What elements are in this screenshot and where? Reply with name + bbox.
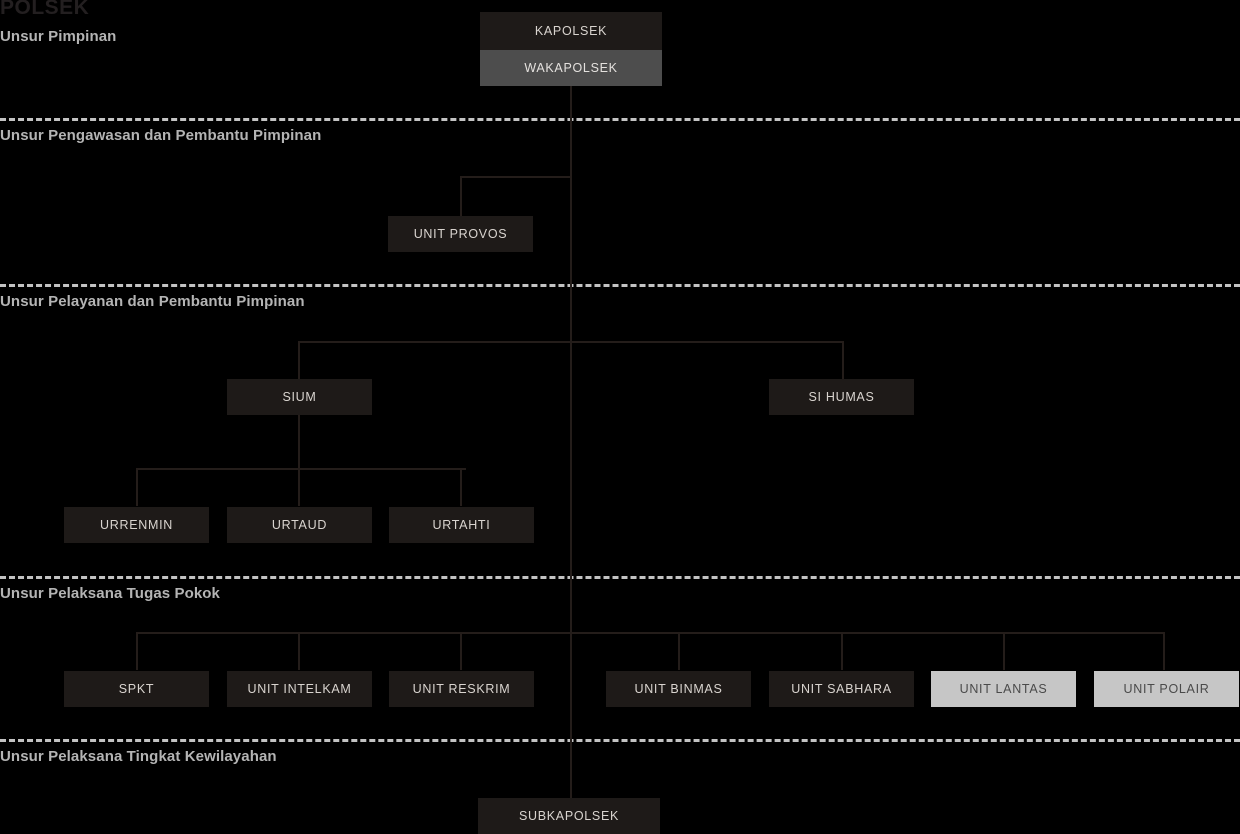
connector-sium-stem: [298, 415, 300, 468]
connector-urrenmin-drop: [136, 468, 138, 506]
connector-provos-drop: [460, 176, 462, 216]
connector-polair-drop: [1163, 632, 1165, 670]
connector-spkt-drop: [136, 632, 138, 670]
node-unit-reskrim[interactable]: UNIT RESKRIM: [389, 671, 534, 707]
section-label-pelayanan: Unsur Pelayanan dan Pembantu Pimpinan: [0, 293, 305, 310]
section-label-pimpinan: Unsur Pimpinan: [0, 28, 117, 45]
section-divider-3: [0, 576, 1240, 579]
node-sium[interactable]: SIUM: [227, 379, 372, 415]
node-si-humas[interactable]: SI HUMAS: [769, 379, 914, 415]
connector-spine-3: [570, 342, 572, 633]
node-subkapolsek[interactable]: SUBKAPOLSEK: [478, 798, 660, 834]
connector-urtaud-drop: [298, 468, 300, 506]
connector-sabhara-drop: [841, 632, 843, 670]
node-unit-polair[interactable]: UNIT POLAIR: [1094, 671, 1239, 707]
connector-binmas-drop: [678, 632, 680, 670]
connector-intelkam-drop: [298, 632, 300, 670]
node-urtaud[interactable]: URTAUD: [227, 507, 372, 543]
node-unit-intelkam[interactable]: UNIT INTELKAM: [227, 671, 372, 707]
node-wakapolsek[interactable]: WAKAPOLSEK: [480, 50, 662, 86]
node-spkt[interactable]: SPKT: [64, 671, 209, 707]
section-divider-2: [0, 284, 1240, 287]
connector-urtahti-drop: [460, 468, 462, 506]
node-urrenmin[interactable]: URRENMIN: [64, 507, 209, 543]
connector-pokok-bus: [136, 632, 1164, 634]
connector-sium-drop: [298, 341, 300, 379]
section-label-pengawasan: Unsur Pengawasan dan Pembantu Pimpinan: [0, 127, 322, 144]
connector-sium-humas-bus: [298, 341, 844, 343]
node-kapolsek[interactable]: KAPOLSEK: [480, 12, 662, 50]
connector-lantas-drop: [1003, 632, 1005, 670]
connector-si-humas-drop: [842, 341, 844, 379]
connector-spine-1: [570, 86, 572, 180]
section-label-pelaksana-pokok: Unsur Pelaksana Tugas Pokok: [0, 585, 221, 602]
page-title: POLSEK: [0, 0, 90, 19]
node-unit-provos[interactable]: UNIT PROVOS: [388, 216, 533, 252]
connector-provos-horizontal: [460, 176, 572, 178]
section-divider-4: [0, 739, 1240, 742]
connector-ur-bus: [136, 468, 466, 470]
connector-spine-4: [570, 633, 572, 798]
section-divider-1: [0, 118, 1240, 121]
node-unit-sabhara[interactable]: UNIT SABHARA: [769, 671, 914, 707]
node-urtahti[interactable]: URTAHTI: [389, 507, 534, 543]
node-unit-binmas[interactable]: UNIT BINMAS: [606, 671, 751, 707]
connector-reskrim-drop: [460, 632, 462, 670]
node-unit-lantas[interactable]: UNIT LANTAS: [931, 671, 1076, 707]
connector-spine-2: [570, 180, 572, 342]
section-label-kewilayahan: Unsur Pelaksana Tingkat Kewilayahan: [0, 748, 277, 765]
